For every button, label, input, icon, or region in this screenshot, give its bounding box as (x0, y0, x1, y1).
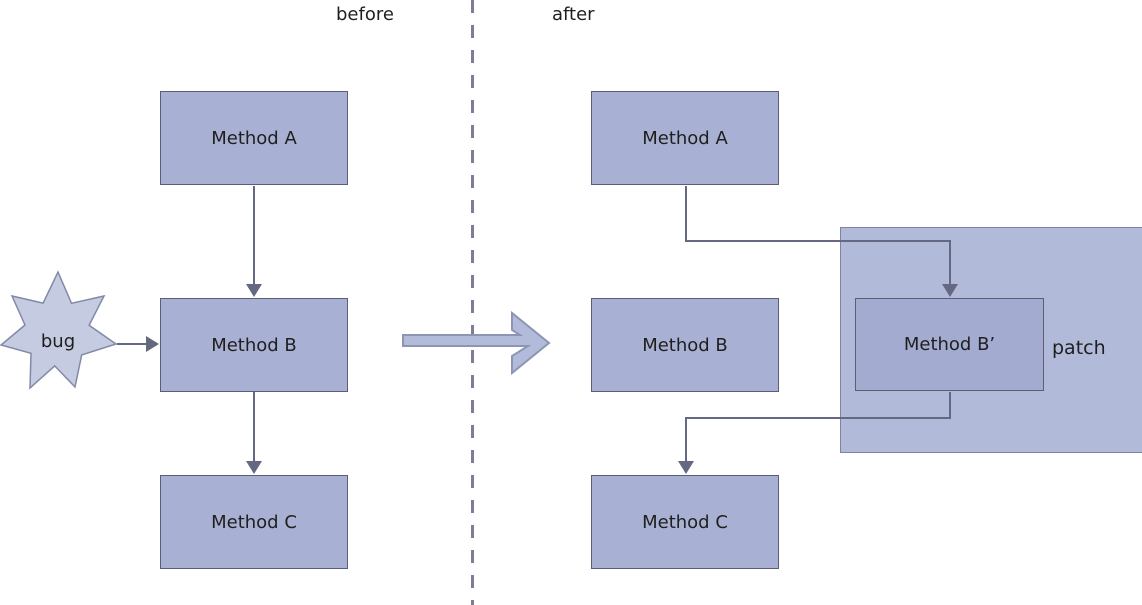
bug-label: bug (40, 331, 76, 352)
after-title: after (552, 4, 595, 25)
after-method-c-label: Method C (642, 511, 728, 533)
before-method-c-label: Method C (211, 511, 297, 533)
connector-after-a-to-bprime (685, 186, 951, 284)
arrowhead-before-a-to-b (246, 284, 262, 297)
before-method-a-label: Method A (211, 127, 297, 149)
arrowhead-after-a-to-bprime (942, 284, 958, 297)
before-method-b-label: Method B (211, 334, 297, 356)
after-method-b-label: Method B (642, 334, 728, 356)
after-method-b-box: Method B (591, 298, 779, 392)
connector-bprime-to-c (685, 392, 951, 461)
before-method-b-box: Method B (160, 298, 348, 392)
after-method-bprime-box: Method B’ (855, 298, 1044, 391)
patch-label: patch (1052, 337, 1106, 359)
arrowhead-bprime-to-c (678, 461, 694, 474)
before-title: before (336, 4, 394, 25)
bug-star-icon (0, 270, 118, 390)
before-method-c-box: Method C (160, 475, 348, 569)
after-method-a-label: Method A (642, 127, 728, 149)
after-method-bprime-label: Method B’ (903, 334, 996, 355)
after-method-c-box: Method C (591, 475, 779, 569)
before-method-a-box: Method A (160, 91, 348, 185)
transform-arrow-icon (402, 310, 551, 376)
after-method-a-box: Method A (591, 91, 779, 185)
arrowhead-bug-to-b (146, 336, 159, 352)
arrowhead-before-b-to-c (246, 461, 262, 474)
